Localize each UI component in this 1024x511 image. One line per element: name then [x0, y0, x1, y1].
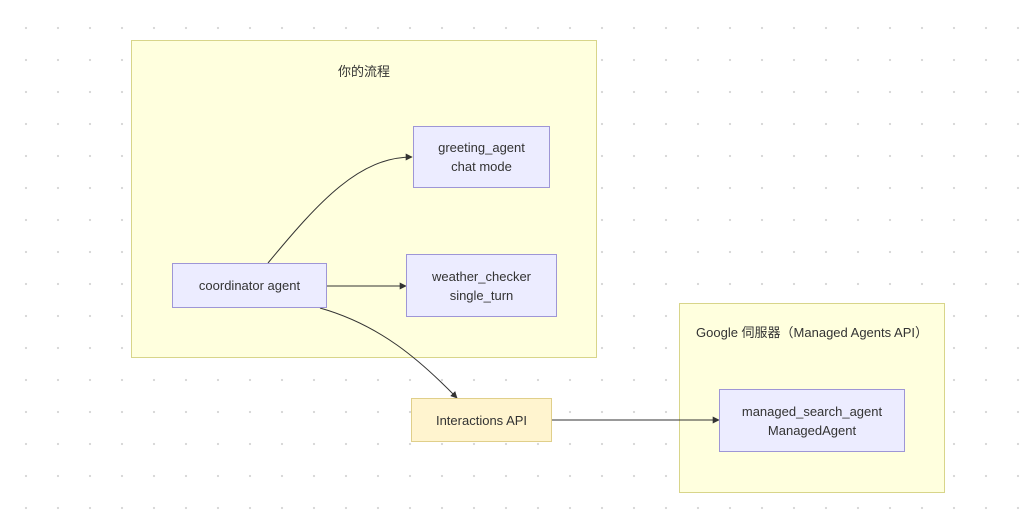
managed-search-agent-type: ManagedAgent — [767, 422, 857, 438]
coordinator-agent-name: coordinator agent — [198, 278, 301, 293]
weather-checker-node: weather_checker single_turn — [406, 254, 557, 317]
interactions-api-name: Interactions API — [435, 412, 528, 428]
interactions-api-node: Interactions API — [411, 398, 552, 442]
weather-checker-name: weather_checker — [432, 268, 531, 284]
coordinator-agent-node: coordinator agent — [172, 263, 327, 308]
weather-checker-mode: single_turn — [449, 287, 514, 303]
google-server-cluster-label: Google 伺服器（Managed Agents API） — [696, 325, 928, 340]
greeting-agent-node: greeting_agent chat mode — [413, 126, 550, 188]
your-flow-cluster-label: 你的流程 — [337, 64, 390, 79]
greeting-agent-name: greeting_agent — [438, 140, 525, 155]
managed-search-agent-node: managed_search_agent ManagedAgent — [719, 389, 905, 452]
managed-search-agent-name: managed_search_agent — [741, 403, 883, 419]
greeting-agent-mode: chat mode — [451, 159, 512, 174]
